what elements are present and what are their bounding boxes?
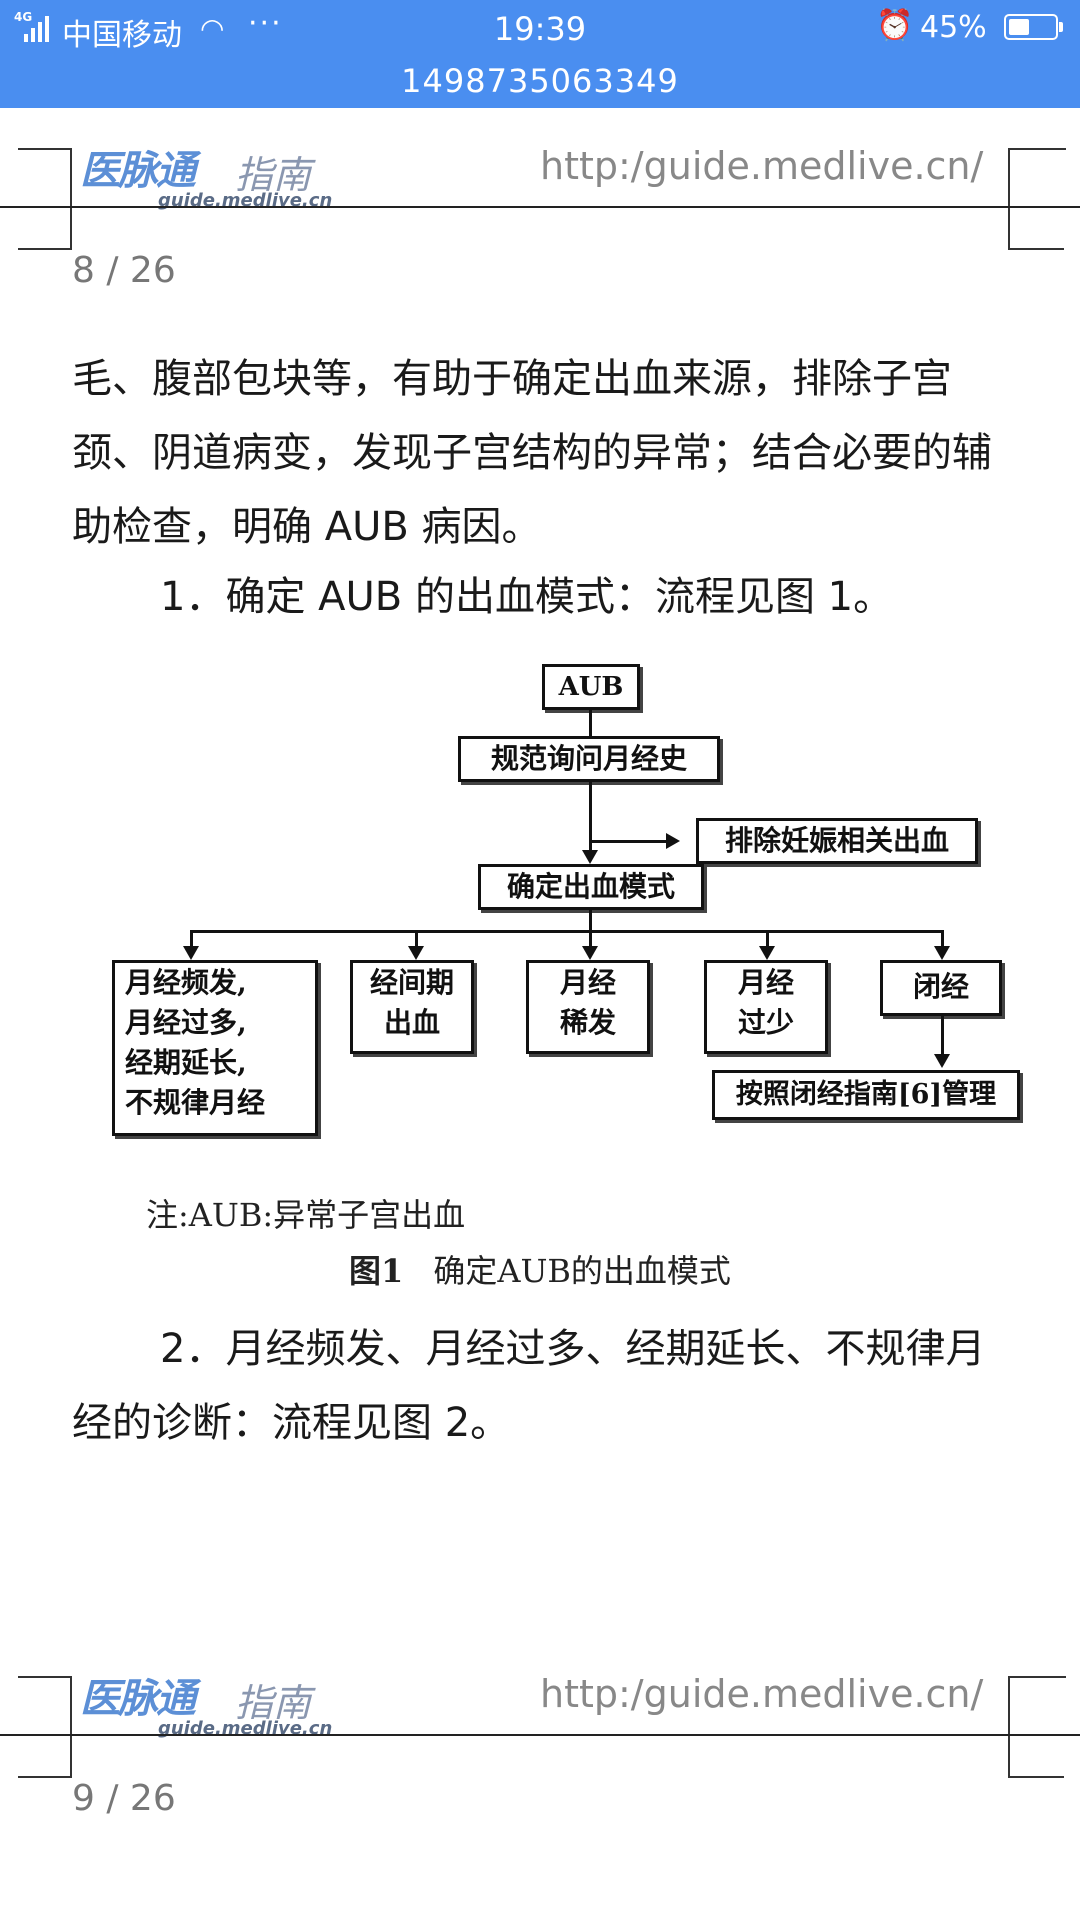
- flow-box-aub: AUB: [542, 664, 640, 710]
- clock: 19:39: [493, 10, 587, 48]
- flow-box-manage: 按照闭经指南[6]管理: [712, 1070, 1020, 1120]
- header-divider: [0, 206, 1080, 208]
- flowchart-figure: AUB 规范询问月经史 排除妊娠相关出血 确定出血模式 月经频发,月经过多,经期…: [100, 650, 1040, 1136]
- logo-url: guide.medlive.cn: [158, 190, 333, 211]
- flow-box-category-5: 闭经: [880, 960, 1002, 1016]
- carrier-name: 中国移动: [62, 18, 182, 53]
- flow-box-category-2: 经间期出血: [350, 960, 474, 1054]
- logo-url: guide.medlive.cn: [158, 1718, 333, 1739]
- page-number: 8 / 26: [72, 250, 176, 291]
- document-title[interactable]: 1498735063349: [401, 62, 679, 100]
- network-type: 4G: [14, 10, 33, 24]
- logo-sub-text: 指南: [235, 153, 312, 197]
- paragraph-text: 1．确定 AUB 的出血模式：流程见图 1。: [160, 574, 894, 620]
- logo-sub-text: 指南: [235, 1681, 312, 1725]
- header-url: http:/guide.medlive.cn/: [540, 1672, 984, 1716]
- paragraph-text: 毛、腹部包块等，有助于确定出血来源，排除子宫颈、阴道病变，发现子宫结构的异常；结…: [72, 356, 992, 550]
- medlive-logo: 医脉通 指南 guide.medlive.cn: [80, 1666, 340, 1746]
- logo-main-text: 医脉通: [80, 1676, 196, 1722]
- page-number: 9 / 26: [72, 1778, 176, 1819]
- battery-fill: [1009, 19, 1029, 35]
- flow-box-exclude: 排除妊娠相关出血: [696, 818, 978, 864]
- status-bar: 4G 中国移动 ◠ ··· 19:39 ⏰ 45%: [0, 0, 1080, 56]
- flow-box-category-1: 月经频发,月经过多,经期延长,不规律月经: [112, 960, 318, 1136]
- battery-percent: 45%: [920, 10, 987, 45]
- battery-icon: [1004, 14, 1063, 40]
- page-header: 医脉通 指南 guide.medlive.cn http:/guide.medl…: [0, 1636, 1080, 1819]
- medlive-logo: 医脉通 指南 guide.medlive.cn: [80, 138, 340, 218]
- header-divider: [0, 1734, 1080, 1736]
- figure-label: 图1: [349, 1252, 404, 1290]
- page-header: 医脉通 指南 guide.medlive.cn http:/guide.medl…: [0, 108, 1080, 291]
- flow-box-determine: 确定出血模式: [478, 864, 704, 910]
- flow-box-history: 规范询问月经史: [458, 736, 720, 782]
- paragraph-text: 2．月经频发、月经过多、经期延长、不规律月经的诊断：流程见图 2。: [72, 1326, 986, 1446]
- flow-box-category-3: 月经稀发: [526, 960, 650, 1054]
- alarm-icon: ⏰: [876, 8, 914, 43]
- more-notifications-icon: ···: [248, 6, 283, 41]
- figure-note: 注:AUB:异常子宫出血: [146, 1196, 466, 1234]
- logo-main-text: 医脉通: [80, 148, 196, 194]
- wifi-icon: ◠: [200, 12, 225, 45]
- signal-icon: 4G: [14, 10, 54, 44]
- top-bar: 4G 中国移动 ◠ ··· 19:39 ⏰ 45% 1498735063349: [0, 0, 1080, 108]
- figure-title: 确定AUB的出血模式: [433, 1252, 731, 1290]
- figure-caption: 图1 确定AUB的出血模式: [0, 1246, 1080, 1292]
- header-url: http:/guide.medlive.cn/: [540, 144, 984, 188]
- flow-box-category-4: 月经过少: [704, 960, 828, 1054]
